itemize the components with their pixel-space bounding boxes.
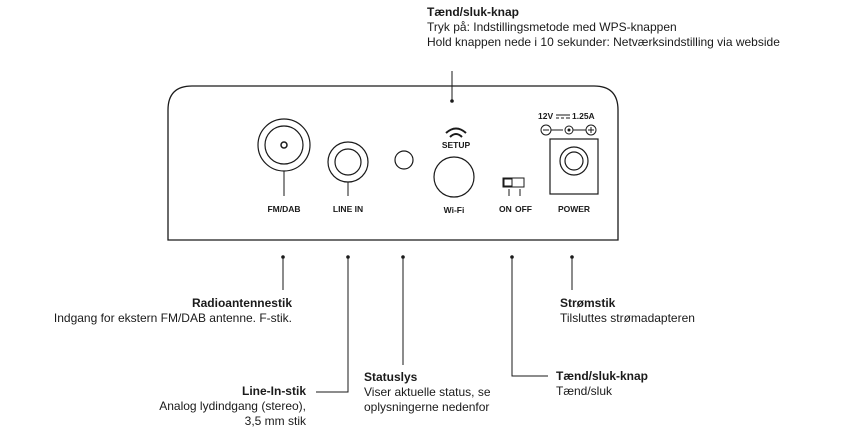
callout-power-switch: Tænd/sluk-knap Tænd/sluk (556, 369, 648, 399)
wifi-signal-icon (445, 127, 467, 138)
on-label: ON (499, 204, 512, 214)
callout-title: Tænd/sluk-knap (427, 5, 520, 19)
callout-text: Tilsluttes strømadapteren (560, 311, 695, 325)
callout-power-button-top: Tænd/sluk-knap Tryk på: Indstillingsmeto… (427, 5, 780, 50)
callout-text: Analog lydindgang (stereo), (159, 399, 306, 413)
leader-dots (281, 99, 574, 259)
callout-text: oplysningerne nedenfor (364, 400, 490, 414)
line-in-label: LINE IN (333, 204, 363, 214)
callout-title: Tænd/sluk-knap (556, 369, 649, 383)
power-socket (549, 138, 599, 195)
callout-text: Tryk på: Indstillingsmetode med WPS-knap… (427, 20, 677, 34)
fm-dab-connector (257, 118, 311, 172)
voltage-left-label: 12V (538, 111, 553, 121)
callout-title: Statuslys (364, 370, 418, 384)
leader-lines (282, 71, 573, 393)
dc-symbol-icon (556, 114, 570, 119)
off-label: OFF (515, 204, 532, 214)
status-light (394, 150, 414, 170)
power-label: POWER (558, 204, 590, 214)
callout-text: Tænd/sluk (556, 384, 613, 398)
on-off-switch (502, 177, 525, 196)
wifi-setup-button (433, 156, 475, 198)
callout-text: Viser aktuelle status, se (364, 385, 491, 399)
callout-title: Line-In-stik (241, 384, 306, 398)
callout-status-light: Statuslys Viser aktuelle status, se oply… (364, 370, 491, 415)
callout-power-socket: Strømstik Tilsluttes strømadapteren (560, 296, 695, 326)
callout-text: 3,5 mm stik (244, 414, 306, 428)
callout-text: Indgang for ekstern FM/DAB antenne. F-st… (53, 311, 292, 325)
voltage-right-label: 1.25A (572, 111, 595, 121)
callout-text: Hold knappen nede i 10 sekunder: Netværk… (427, 35, 780, 49)
wifi-label: Wi-Fi (444, 205, 465, 215)
line-in-jack (327, 141, 369, 183)
fm-dab-label: FM/DAB (267, 204, 300, 214)
callout-radio-antenna: Radioantennestik Indgang for ekstern FM/… (54, 296, 292, 326)
callout-title: Radioantennestik (191, 296, 292, 310)
panel-outline (167, 85, 619, 241)
setup-label: SETUP (442, 140, 471, 150)
callout-title: Strømstik (560, 296, 616, 310)
polarity-icon (540, 124, 597, 136)
callout-line-in: Line-In-stik Analog lydindgang (stereo),… (159, 384, 306, 429)
